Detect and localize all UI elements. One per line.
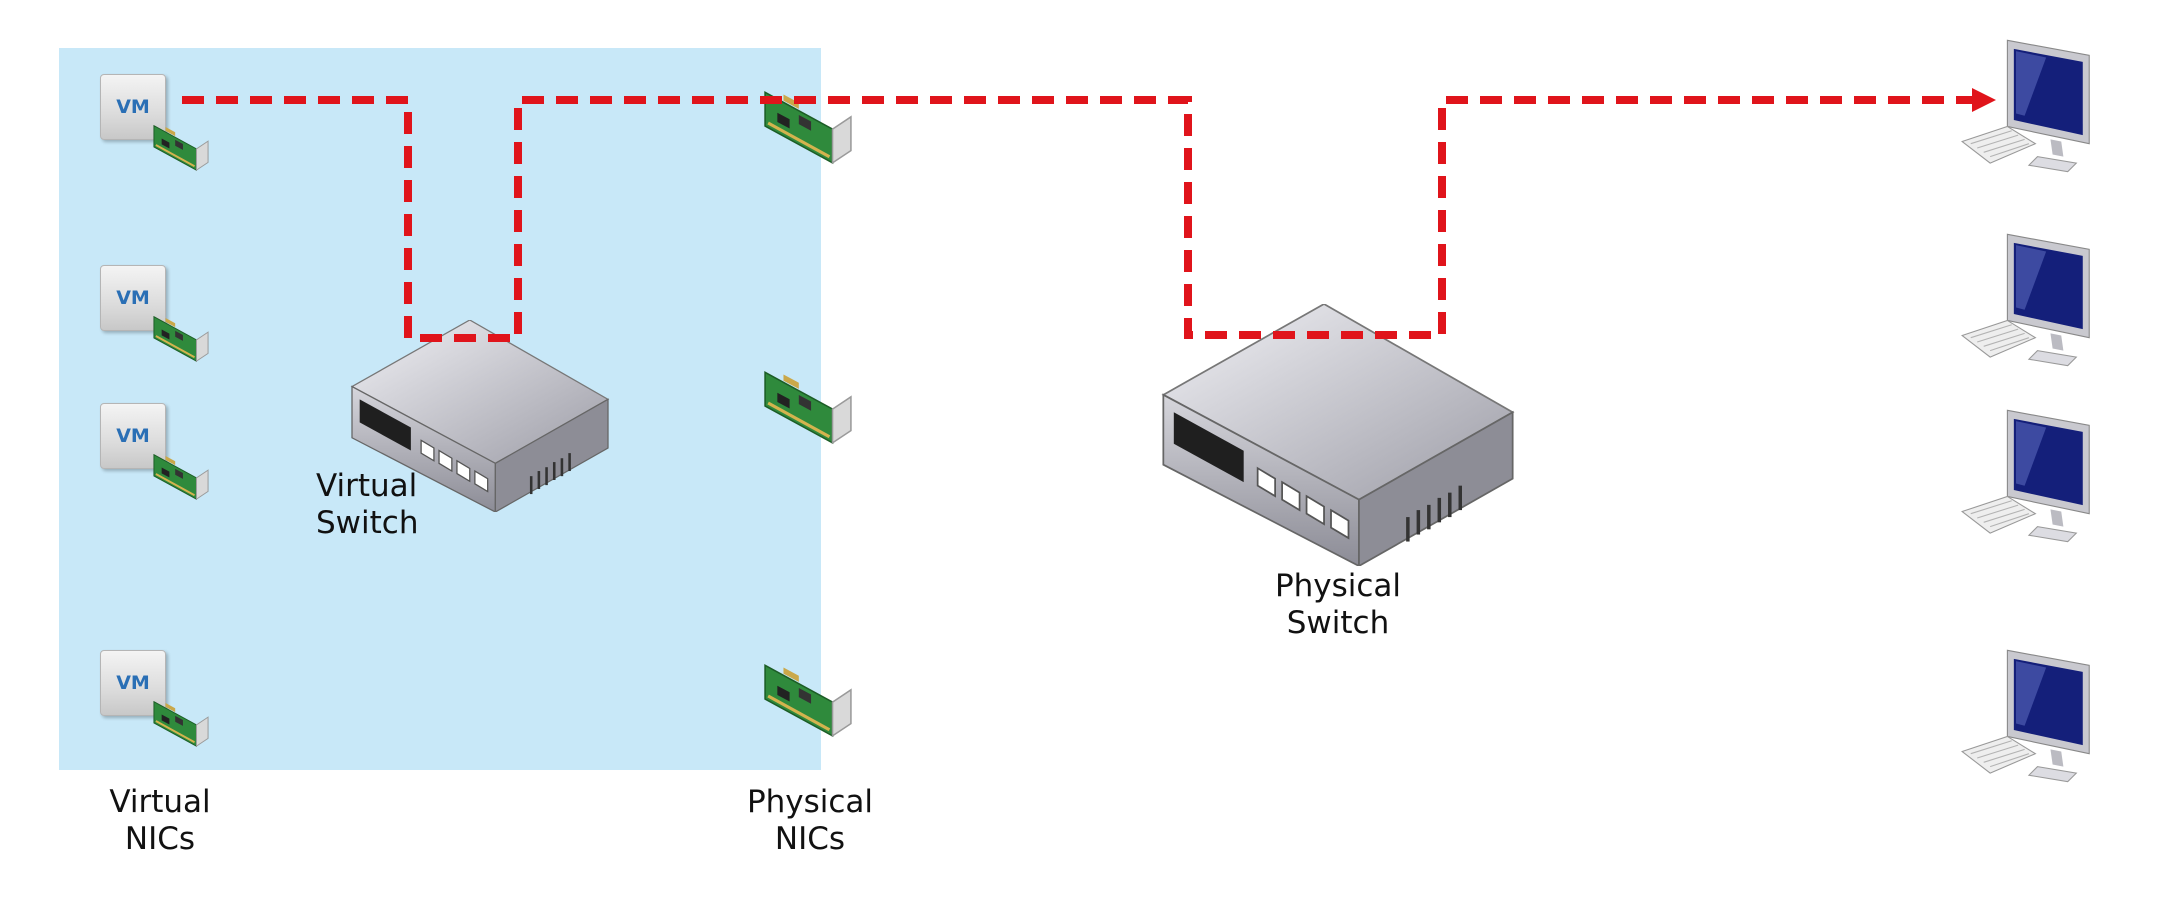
nic-card-icon[interactable] [152, 453, 210, 501]
nic-card-icon[interactable] [152, 124, 210, 172]
virtual-nics-label: Virtual NICs [109, 784, 211, 857]
traffic-path [182, 96, 1972, 342]
virtual-switch-label: Virtual Switch [316, 468, 419, 541]
physical-switch-label: Physical Switch [1274, 568, 1402, 641]
vm-badge: VM [116, 425, 150, 447]
nic-card-icon[interactable] [763, 663, 853, 738]
vm-badge: VM [116, 96, 150, 118]
arrow-head-icon [1972, 88, 1996, 112]
nic-card-icon[interactable] [763, 370, 853, 445]
computer-icon[interactable] [1961, 649, 2090, 783]
computer-icon[interactable] [1961, 409, 2090, 543]
nic-card-icon[interactable] [152, 700, 210, 748]
vm-badge: VM [116, 287, 150, 309]
nic-card-icon[interactable] [152, 315, 210, 363]
physical-nics-label: Physical NICs [746, 784, 874, 857]
vm-badge: VM [116, 672, 150, 694]
switch-icon[interactable] [1161, 304, 1515, 566]
computer-icon[interactable] [1961, 233, 2090, 367]
